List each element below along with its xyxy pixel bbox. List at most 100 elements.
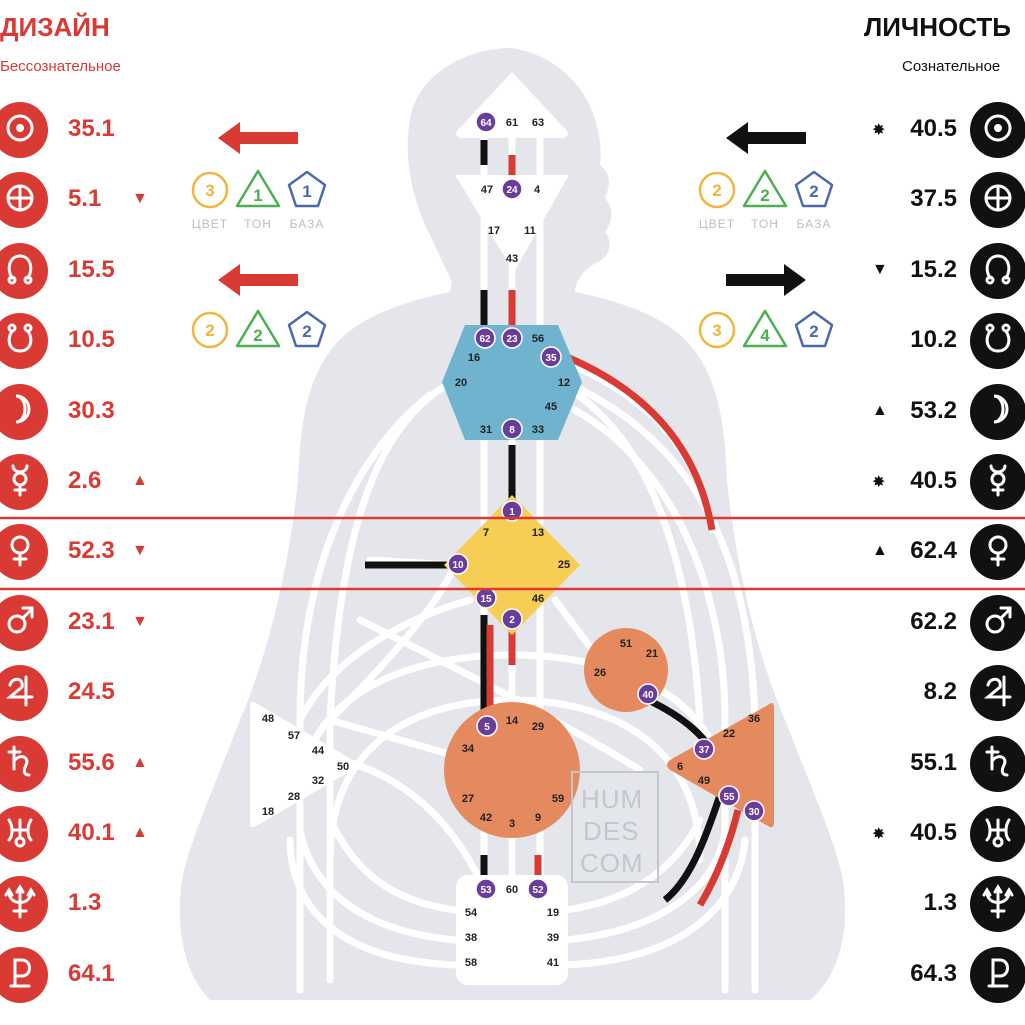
gate-42: 42 [480,812,492,824]
arrow-right-icon [726,264,806,296]
tone-value: 1 [253,186,262,205]
root-center [456,875,568,985]
gate-25: 25 [558,559,570,571]
variable-label: ТОН [751,217,779,231]
gate-35: 35 [540,346,562,368]
gate-number: 49 [698,775,710,787]
channel [326,816,459,914]
neptune-icon [2,883,38,925]
gate-number: 64 [480,118,492,129]
mars-icon-badge [970,594,1025,651]
mercury-icon [980,462,1016,503]
color-value: 2 [205,321,214,340]
color-value: 3 [205,181,214,200]
active-channel [696,809,742,907]
channel [326,561,459,724]
gate-number: 20 [455,377,467,389]
gate-number: 17 [488,225,500,237]
variable-label: БАЗА [797,217,832,231]
gate-10: 10 [447,553,469,575]
planet-value: 64.3 [910,959,957,987]
gate-45: 45 [545,401,557,413]
active-gate-dot [527,878,549,900]
base-value: 1 [302,182,311,201]
active-gate-dot [501,418,523,440]
planet-value: 40.5 [910,115,957,142]
gate-number: 50 [337,761,349,773]
watermark-box [571,771,659,883]
gate-number: 55 [723,792,735,803]
gate-59: 59 [552,793,564,805]
north-node-icon [2,250,38,291]
gate-number: 53 [480,885,492,896]
line-marker: ✸ [872,122,886,139]
gate-24: 24 [501,178,523,200]
planet-value: 40.5 [910,819,957,846]
moon-icon [2,391,38,432]
watermark-line-3: COM [580,848,644,878]
gate-number: 51 [620,638,632,650]
gate-26: 26 [594,667,606,679]
gate-30: 30 [743,800,765,822]
uranus-icon-badge [970,806,1025,862]
arrow-left-icon [726,122,806,154]
color-cell [698,171,736,209]
planet-value: 37.5 [910,185,957,213]
line-marker: ✸ [872,474,886,491]
gate-number: 7 [483,527,489,539]
mars-icon [2,602,38,643]
watermark-line-1: HUM [581,784,643,814]
gate-61: 61 [506,117,518,129]
pluto-icon [980,954,1016,995]
gate-22: 22 [723,728,735,740]
gate-number: 18 [262,806,274,818]
gate-53: 53 [475,878,497,900]
saturn-icon-badge [970,735,1025,792]
gate-number: 54 [465,907,478,919]
gate-number: 28 [288,791,300,803]
gate-number: 10 [452,560,464,571]
base-value: 2 [302,322,311,341]
solar-plexus-center [667,703,774,828]
tone-value: 2 [253,326,262,345]
sun-icon-badge [0,102,48,158]
gate-16: 16 [468,352,480,364]
gate-number: 13 [532,527,544,539]
channel [571,406,729,994]
gate-1: 1 [501,500,523,522]
active-gate-dot [475,111,497,133]
gate-33: 33 [532,424,544,436]
south-node-icon-badge [970,313,1025,370]
line-marker: ▲ [132,472,148,489]
channel [296,596,474,724]
jupiter-icon-badge [0,665,48,722]
gate-number: 24 [506,185,518,196]
sun-icon [2,110,38,151]
gate-60: 60 [506,884,518,896]
active-gate-dot [693,738,715,760]
arrow-left-icon [218,264,298,296]
gate-20: 20 [455,377,467,389]
planet-value: 30.3 [68,396,115,424]
gate-7: 7 [483,527,489,539]
gate-51: 51 [620,638,632,650]
uranus-icon-badge [0,806,48,862]
uranus-icon [2,814,38,855]
gate-29: 29 [532,721,544,733]
sun-icon-badge [970,102,1025,158]
active-gate-dot [501,500,523,522]
channel [296,826,459,944]
gate-number: 42 [480,812,492,824]
active-gate-dot [501,178,523,200]
planet-value: 52.3 [68,537,115,565]
gate-number: 5 [484,722,490,733]
gate-63: 63 [532,117,544,129]
tone-cell [742,309,788,348]
design-title: ДИЗАЙН [0,12,110,42]
gate-number: 21 [646,648,658,660]
gate-number: 36 [748,713,760,725]
planet-value: 5.1 [68,185,102,213]
gate-number: 4 [534,184,541,196]
